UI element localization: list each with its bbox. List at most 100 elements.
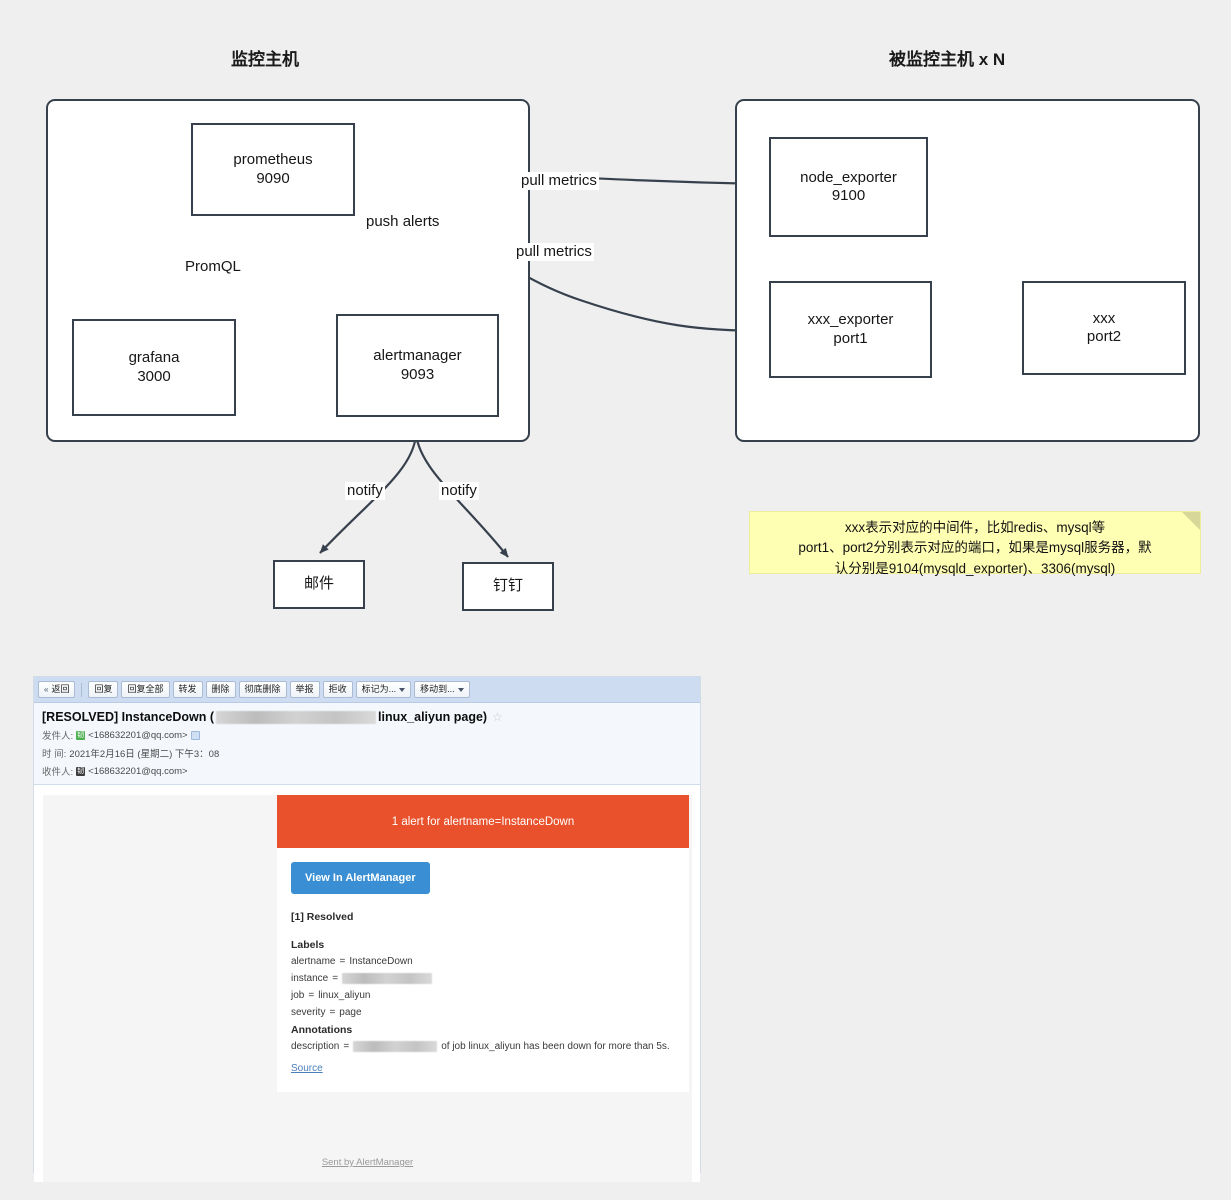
edge-label-pull-metrics-2: pull metrics xyxy=(514,243,594,261)
email-date-value: 2021年2月16日 (星期二) 下午3：08 xyxy=(69,749,220,760)
node-xxx-exporter[interactable]: xxx_exporter port1 xyxy=(769,281,932,378)
email-date-label: 时 间: xyxy=(42,749,67,760)
reject-button-label: 拒收 xyxy=(328,684,347,694)
sent-by-footer: Sent by AlertManager xyxy=(321,1157,414,1168)
node-alertmanager-name: alertmanager xyxy=(373,347,462,365)
reply-all-button[interactable]: 回复全部 xyxy=(121,681,170,698)
mark-as-dropdown[interactable]: 标记为... xyxy=(355,681,412,698)
node-alertmanager-port: 9093 xyxy=(400,365,435,383)
forward-button-label: 转发 xyxy=(178,684,197,694)
delete-permanently-button[interactable]: 彻底删除 xyxy=(238,681,287,698)
node-xxx-name: xxx xyxy=(1092,309,1116,327)
label-value-job: linux_aliyun xyxy=(318,990,371,1001)
email-client-panel: « 返回 回复 回复全部 转发 删除 彻底删除 举报 拒收 标记为... 移 xyxy=(33,676,701,1182)
report-button[interactable]: 举报 xyxy=(289,681,320,698)
node-grafana-port: 3000 xyxy=(137,367,171,385)
monitored-host-title: 被监控主机 x N xyxy=(889,50,1006,69)
mark-as-label: 标记为... xyxy=(361,684,397,694)
alert-stage: 1 alert for alertname=InstanceDown View … xyxy=(43,795,692,1182)
note-line-3: 认分别是9104(mysqld_exporter)、3306(mysql) xyxy=(834,560,1116,576)
back-button-label: 返回 xyxy=(51,684,70,694)
email-from-value: <168632201@qq.com> xyxy=(88,729,188,741)
node-prometheus-name: prometheus xyxy=(233,151,313,169)
email-to-label: 收件人: xyxy=(42,767,74,778)
node-email[interactable]: 邮件 xyxy=(273,560,365,609)
reject-button[interactable]: 拒收 xyxy=(322,681,353,698)
email-subject: [RESOLVED] InstanceDown ( linux_aliyun p… xyxy=(42,710,692,724)
email-header: [RESOLVED] InstanceDown ( linux_aliyun p… xyxy=(34,703,700,785)
alert-banner: 1 alert for alertname=InstanceDown xyxy=(277,795,689,848)
star-icon[interactable]: ☆ xyxy=(492,710,503,724)
label-key-alertname: alertname xyxy=(291,956,336,967)
node-node-exporter-port: 9100 xyxy=(831,187,866,204)
label-row-instance: instance = xyxy=(291,973,675,984)
equals-sign: = xyxy=(329,1007,336,1018)
label-row-alertname: alertname = InstanceDown xyxy=(291,956,675,967)
alertmanager-email-card: 1 alert for alertname=InstanceDown View … xyxy=(277,795,689,1092)
annotation-description-tail: of job linux_aliyun has been down for mo… xyxy=(441,1041,670,1052)
sender-avatar: 韧 xyxy=(76,730,86,740)
email-body: 1 alert for alertname=InstanceDown View … xyxy=(34,785,700,1182)
back-arrow-icon: « xyxy=(44,684,49,694)
reply-button-label: 回复 xyxy=(94,684,113,694)
label-row-severity: severity = page xyxy=(291,1007,675,1018)
node-dingtalk-name: 钉钉 xyxy=(492,577,523,595)
delete-permanently-button-label: 彻底删除 xyxy=(244,684,281,694)
redacted-instance-subject xyxy=(216,710,377,724)
monitoring-host-title: 监控主机 xyxy=(231,50,299,69)
move-to-label: 移动到... xyxy=(420,684,455,694)
node-node-exporter-name: node_exporter xyxy=(800,168,897,186)
email-subject-prefix: [RESOLVED] InstanceDown ( xyxy=(42,710,215,724)
alert-status: [1] Resolved xyxy=(291,911,354,923)
node-node-exporter[interactable]: node_exporter 9100 xyxy=(769,137,928,237)
node-prometheus[interactable]: prometheus 9090 xyxy=(191,123,355,216)
redacted-instance-value xyxy=(342,973,433,984)
edge-label-notify-2: notify xyxy=(439,482,479,500)
edge-label-push-alerts: push alerts xyxy=(364,213,442,231)
view-in-alertmanager-button[interactable]: View In AlertManager xyxy=(291,862,430,894)
equals-sign: = xyxy=(339,956,346,967)
equals-sign: = xyxy=(343,1041,350,1052)
node-xxx[interactable]: xxx port2 xyxy=(1022,281,1186,375)
email-date-row: 时 间: 2021年2月16日 (星期二) 下午3：08 xyxy=(42,746,692,760)
node-alertmanager[interactable]: alertmanager 9093 xyxy=(336,314,499,417)
email-toolbar: « 返回 回复 回复全部 转发 删除 彻底删除 举报 拒收 标记为... 移 xyxy=(34,677,700,703)
recipient-avatar: 韧 xyxy=(76,766,86,776)
node-xxx-exporter-name: xxx_exporter xyxy=(807,311,894,329)
delete-button[interactable]: 删除 xyxy=(205,681,236,698)
email-to-row: 收件人: 韧 <168632201@qq.com> xyxy=(42,764,692,779)
annotation-row-description: description = of job linux_aliyun has be… xyxy=(291,1041,675,1052)
label-key-instance: instance xyxy=(291,973,329,984)
source-link[interactable]: Source xyxy=(291,1063,323,1074)
email-from-label: 发件人: xyxy=(42,731,74,742)
label-key-severity: severity xyxy=(291,1007,326,1018)
label-value-alertname: InstanceDown xyxy=(349,956,413,967)
note-line-2: port1、port2分别表示对应的端口，如果是mysql服务器，默 xyxy=(798,540,1152,556)
move-to-dropdown[interactable]: 移动到... xyxy=(414,681,470,698)
back-button[interactable]: « 返回 xyxy=(38,681,76,698)
email-from-row: 发件人: 韧 <168632201@qq.com> xyxy=(42,728,692,742)
architecture-diagram: 监控主机 被监控主机 x N prometheus 9090 grafana 3… xyxy=(46,50,1201,611)
node-xxx-port: port2 xyxy=(1086,328,1122,345)
label-row-job: job = linux_aliyun xyxy=(291,990,675,1001)
annotation-key-description: description xyxy=(291,1041,340,1052)
chevron-down-icon xyxy=(457,687,464,692)
edge-label-notify-1: notify xyxy=(345,482,385,500)
equals-sign: = xyxy=(332,973,339,984)
reply-button[interactable]: 回复 xyxy=(88,681,119,698)
annotations-section-title: Annotations xyxy=(291,1024,353,1036)
node-grafana[interactable]: grafana 3000 xyxy=(72,319,236,416)
email-to-value: <168632201@qq.com> xyxy=(88,765,188,777)
alert-content: View In AlertManager [1] Resolved Labels… xyxy=(277,848,689,1092)
node-grafana-name: grafana xyxy=(128,349,180,367)
forward-button[interactable]: 转发 xyxy=(172,681,203,698)
sticky-note: xxx表示对应的中间件，比如redis、mysql等 port1、port2分别… xyxy=(749,511,1201,576)
chevron-down-icon xyxy=(399,687,406,692)
contact-card-icon[interactable] xyxy=(190,730,200,740)
delete-button-label: 删除 xyxy=(211,684,230,694)
report-button-label: 举报 xyxy=(295,684,314,694)
redacted-description-instance xyxy=(353,1041,438,1052)
labels-section-title: Labels xyxy=(291,939,325,951)
node-dingtalk[interactable]: 钉钉 xyxy=(462,562,554,611)
label-key-job: job xyxy=(291,990,305,1001)
